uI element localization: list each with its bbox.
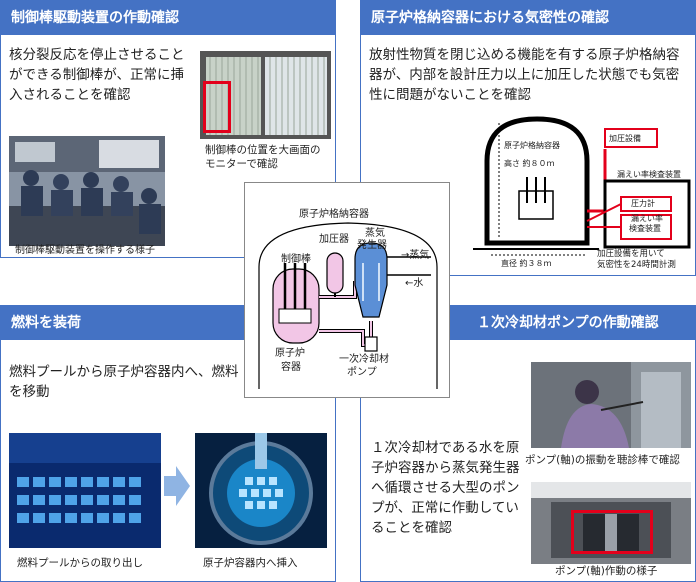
highlight-box — [571, 510, 653, 554]
label-coolant-pump-line-2: ポンプ — [347, 367, 377, 378]
monitor-photo — [200, 51, 331, 139]
panel-body: 核分裂反応を停止させることができる制御棒が、正常に挿入されることを確認 — [9, 47, 185, 103]
leak-rate-box-line-2: 検査装置 — [629, 224, 661, 233]
panel-control-rod: 制御棒駆動装置の作動確認 核分裂反応を停止させることができる制御棒が、正常に挿入… — [0, 0, 336, 258]
caption-pool: 燃料プールからの取り出し — [17, 557, 143, 569]
leak-rate-box-line-1: 漏えい率 — [631, 214, 663, 223]
panel-pump: １次冷却材ポンプの作動確認 １次冷却材である水を原子炉容器から蒸気発生器へ循環さ… — [360, 305, 696, 582]
caption-monitor-line-2: モニターで確認 — [205, 158, 278, 170]
diameter-label: 直径 約３８ｍ — [501, 259, 552, 268]
pump-vibration-photo — [531, 362, 691, 448]
label-steam-generator-line-1: 蒸気 — [365, 228, 385, 239]
steam-generator — [354, 242, 388, 318]
label-steam-generator-line-2: 発生器 — [357, 240, 387, 251]
label-water: ←水 — [405, 278, 424, 289]
leak-rate-device-label: 漏えい率検査装置 — [617, 170, 681, 179]
caption-reactor: 原子炉容器内へ挿入 — [203, 557, 298, 569]
label-control-rod: 制御棒 — [281, 254, 311, 265]
highlight-box — [203, 81, 231, 133]
fuel-pool-photo — [9, 433, 161, 548]
pressurizer-tank — [326, 252, 344, 294]
caption-monitor-line-1: 制御棒の位置を大画面の — [205, 144, 321, 156]
caption-operation: ポンプ(軸)作動の様子 — [555, 565, 658, 577]
coolant-pump — [364, 336, 378, 352]
pressurizer-equipment-label: 加圧設備 — [609, 134, 641, 143]
control-room-photo — [9, 136, 165, 246]
caption-vibration: ポンプ(軸)の振動を聴診棒で確認 — [525, 454, 680, 466]
containment-diagram — [473, 116, 691, 256]
panel-title: 制御棒駆動装置の作動確認 — [1, 1, 335, 35]
measurement-note-line-2: 気密性を24時間計測 — [597, 260, 676, 270]
label-reactor-vessel-line-1: 原子炉 — [275, 348, 305, 359]
center-schematic: 原子炉格納容器 制御棒 加圧器 蒸気 発生器 →蒸気 ←水 原子炉 容器 一次冷… — [244, 182, 450, 398]
pump-operation-photo — [531, 482, 691, 564]
label-reactor-vessel-line-2: 容器 — [281, 362, 301, 373]
containment-outline — [258, 222, 438, 389]
panel-body: 放射性物質を閉じ込める機能を有する原子炉格納容器が、内部を設計圧力以上に加圧した… — [369, 47, 680, 103]
panel-title: 原子炉格納容器における気密性の確認 — [361, 1, 695, 35]
caption-operation: 制御棒駆動装置を操作する様子 — [15, 245, 155, 256]
center-title: 原子炉格納容器 — [299, 209, 369, 220]
reactor-schematic — [258, 222, 438, 389]
transfer-arrow — [164, 466, 190, 506]
label-coolant-pump-line-1: 一次冷却材 — [339, 354, 389, 365]
height-label: 高さ 約８０ｍ — [504, 159, 555, 168]
vessel-label: 原子炉格納容器 — [504, 141, 560, 150]
panel-body: 燃料プールから原子炉容器内へ、燃料を移動 — [9, 364, 239, 400]
reactor-vessel-photo — [195, 433, 327, 548]
measurement-note-line-1: 加圧設備を用いて — [597, 249, 665, 259]
leak-rate-box — [620, 214, 672, 240]
panel-body: １次冷却材である水を原子炉容器から蒸気発生器へ循環させる大型のポンプが、正常に作… — [371, 440, 520, 536]
pressure-gauge-label: 圧力計 — [631, 199, 655, 208]
label-steam: →蒸気 — [401, 250, 430, 261]
pressurizer-equipment-box — [604, 128, 658, 148]
label-pressurizer: 加圧器 — [319, 234, 349, 245]
